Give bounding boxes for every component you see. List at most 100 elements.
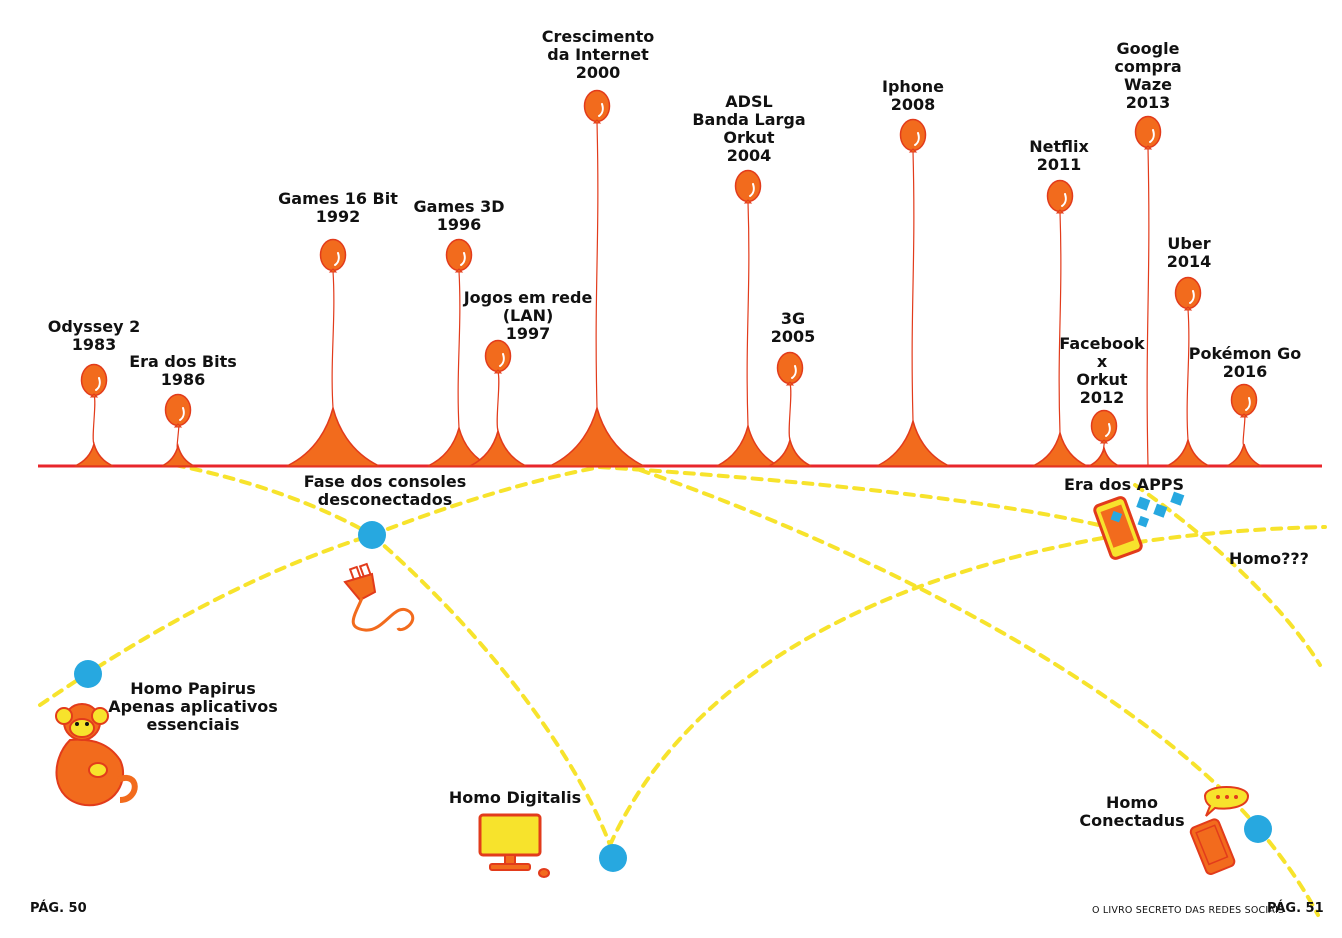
event-games-3d-line-1: Games 3D: [413, 197, 505, 216]
event-jogos-em-rede-line-3: 1997: [505, 324, 551, 343]
book-title: O LIVRO SECRETO DAS REDES SOCIAIS: [1092, 905, 1285, 916]
event-crescimento-da-internet-line-3: 2000: [575, 63, 621, 82]
balloon-knot-games-16-bit: [328, 268, 338, 273]
balloon-body-google-compra-waze: [1134, 115, 1162, 149]
mound-iphone: [876, 418, 950, 467]
path-internet-to-conectadus: [638, 468, 1260, 830]
balloon-jogos-em-rede: [469, 339, 527, 467]
string-3g: [788, 383, 792, 441]
mound-crescimento-da-internet: [549, 405, 645, 467]
balloon-highlight-google-compra-waze: [1149, 129, 1155, 143]
mound-uber: [1166, 437, 1210, 467]
balloon-body-games-16-bit: [319, 238, 347, 272]
evolution-paths: [38, 463, 1327, 917]
balloon-body-iphone: [899, 118, 927, 152]
phase-apps-line-1: Era dos APPS: [1063, 475, 1185, 494]
event-3g-line-2: 2005: [770, 327, 816, 346]
balloon-knot-era-dos-bits: [173, 423, 183, 428]
balloon-games-16-bit: [286, 238, 380, 467]
string-games-3d: [457, 270, 461, 429]
string-google-compra-waze: [1146, 147, 1150, 467]
balloon-games-3d: [427, 238, 491, 467]
string-odyssey-2: [92, 395, 96, 445]
mound-3g: [768, 437, 812, 467]
balloon-knot-odyssey-2: [89, 393, 99, 398]
string-netflix: [1058, 211, 1062, 434]
event-google-compra-waze-line-2: compra: [1114, 57, 1182, 76]
event-adsl-line-1: ADSL: [725, 92, 773, 111]
balloon-pokemon-go: [1226, 383, 1262, 467]
balloon-highlight-games-16-bit: [334, 252, 340, 266]
plug-icon: [343, 562, 415, 632]
event-jogos-em-rede-line-1: Jogos em rede: [463, 288, 593, 307]
event-pokemon-go-line-2: 2016: [1222, 362, 1268, 381]
event-label-jogos-em-rede: Jogos em rede(LAN)1997: [455, 289, 601, 343]
phase-homo-conectadus-line-2: Conectadus: [1079, 811, 1185, 830]
balloon-highlight-adsl: [749, 183, 755, 197]
event-google-compra-waze-line-4: 2013: [1125, 93, 1171, 112]
node-homo-conectadus: [1244, 815, 1272, 843]
path-conectadus-to-edge: [1256, 826, 1320, 917]
balloon-knot-google-compra-waze: [1143, 145, 1153, 150]
event-jogos-em-rede-line-2: (LAN): [502, 306, 554, 325]
balloon-odyssey-2: [74, 363, 114, 467]
page-number-left: PÁG. 50: [30, 901, 87, 916]
balloon-era-dos-bits: [161, 393, 195, 467]
event-odyssey-2-line-1: Odyssey 2: [47, 317, 141, 336]
node-consoles: [358, 521, 386, 549]
phase-homo-papirus-line-1: Homo Papirus: [130, 679, 256, 698]
balloon-3g: [768, 351, 812, 467]
phase-label-apps: Era dos APPS: [1056, 476, 1192, 494]
balloon-body-uber: [1174, 276, 1202, 310]
string-crescimento-da-internet: [595, 121, 599, 409]
event-crescimento-da-internet-line-1: Crescimento: [541, 27, 655, 46]
string-games-16-bit: [331, 270, 335, 409]
event-uber-line-2: 2014: [1166, 252, 1212, 271]
balloon-body-era-dos-bits: [164, 393, 192, 427]
balloon-body-games-3d: [445, 238, 473, 272]
mound-netflix: [1032, 430, 1088, 467]
event-facebook-x-orkut-line-4: 2012: [1079, 388, 1125, 407]
balloon-highlight-jogos-em-rede: [499, 353, 505, 367]
balloon-knot-adsl: [743, 199, 753, 204]
event-odyssey-2-line-2: 1983: [71, 335, 117, 354]
string-iphone: [911, 150, 915, 422]
balloon-knot-jogos-em-rede: [493, 369, 503, 374]
path-consoles-to-internet: [370, 465, 602, 537]
balloon-iphone: [876, 118, 950, 467]
mound-odyssey-2: [74, 441, 114, 467]
event-games-16-bit-line-1: Games 16 Bit: [278, 189, 398, 208]
computer-icon: [478, 813, 550, 878]
balloon-crescimento-da-internet: [549, 89, 645, 467]
balloon-highlight-crescimento-da-internet: [598, 103, 604, 117]
balloon-knot-facebook-x-orkut: [1099, 439, 1109, 444]
balloon-body-jogos-em-rede: [484, 339, 512, 373]
balloon-body-crescimento-da-internet: [583, 89, 611, 123]
event-netflix-line-2: 2011: [1036, 155, 1082, 174]
string-uber: [1186, 308, 1190, 441]
balloon-body-pokemon-go: [1230, 383, 1258, 417]
balloon-body-3g: [776, 351, 804, 385]
node-homo-digitalis: [599, 844, 627, 872]
mound-games-16-bit: [286, 405, 380, 467]
path-bits-to-consoles: [173, 463, 374, 537]
event-iphone-line-2: 2008: [890, 95, 936, 114]
phase-label-homo-unknown: Homo???: [1222, 550, 1316, 568]
balloon-highlight-odyssey-2: [95, 377, 101, 391]
mound-era-dos-bits: [161, 443, 195, 467]
event-3g-line-1: 3G: [780, 309, 806, 328]
balloon-highlight-netflix: [1061, 193, 1067, 207]
balloon-knot-uber: [1183, 306, 1193, 311]
event-google-compra-waze-line-3: Waze: [1123, 75, 1173, 94]
mound-adsl: [716, 423, 780, 467]
